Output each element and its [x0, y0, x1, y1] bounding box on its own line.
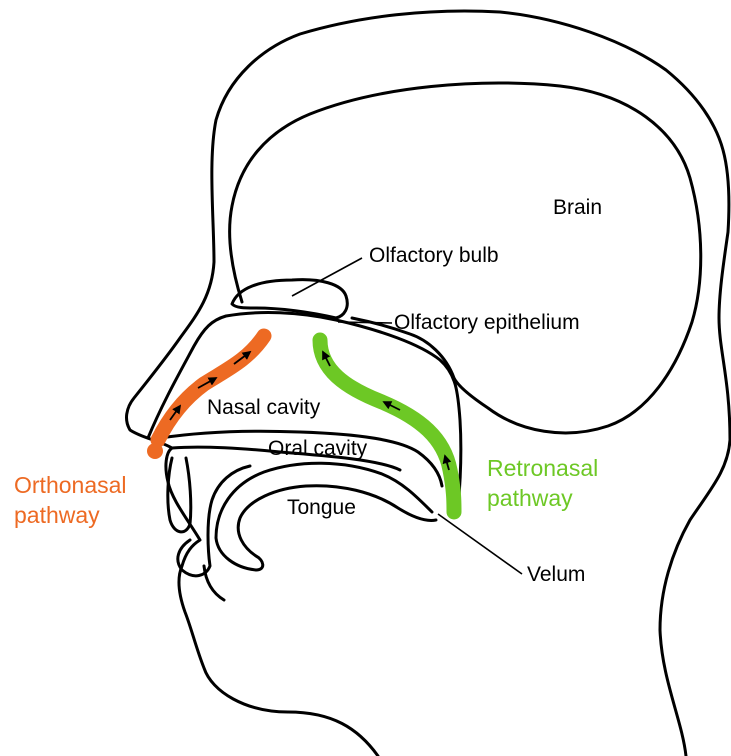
olfactory-epithelium-label: Olfactory epithelium	[394, 312, 580, 333]
retronasal-label-line1: Retronasal	[487, 453, 598, 483]
nasal-cavity-label: Nasal cavity	[207, 397, 320, 418]
olfactory-bulb-leader	[292, 258, 362, 296]
velum-label: Velum	[527, 564, 585, 585]
olfactory-bulb-label: Olfactory bulb	[369, 245, 499, 266]
retronasal-label-line2: pathway	[487, 483, 598, 513]
tongue-label: Tongue	[287, 497, 356, 518]
orthonasal-pathway-label: Orthonasal pathway	[14, 470, 127, 530]
brain-label: Brain	[553, 197, 602, 218]
oral-cavity-label: Oral cavity	[268, 438, 367, 459]
orthonasal-label-line1: Orthonasal	[14, 470, 127, 500]
retronasal-pathway-label: Retronasal pathway	[487, 453, 598, 513]
velum-leader	[438, 514, 522, 574]
orthonasal-pathway-stroke	[158, 336, 264, 440]
orthonasal-label-line2: pathway	[14, 500, 127, 530]
orthonasal-entry-dot	[147, 443, 163, 459]
olfactory-epithelium-leader	[338, 322, 392, 323]
